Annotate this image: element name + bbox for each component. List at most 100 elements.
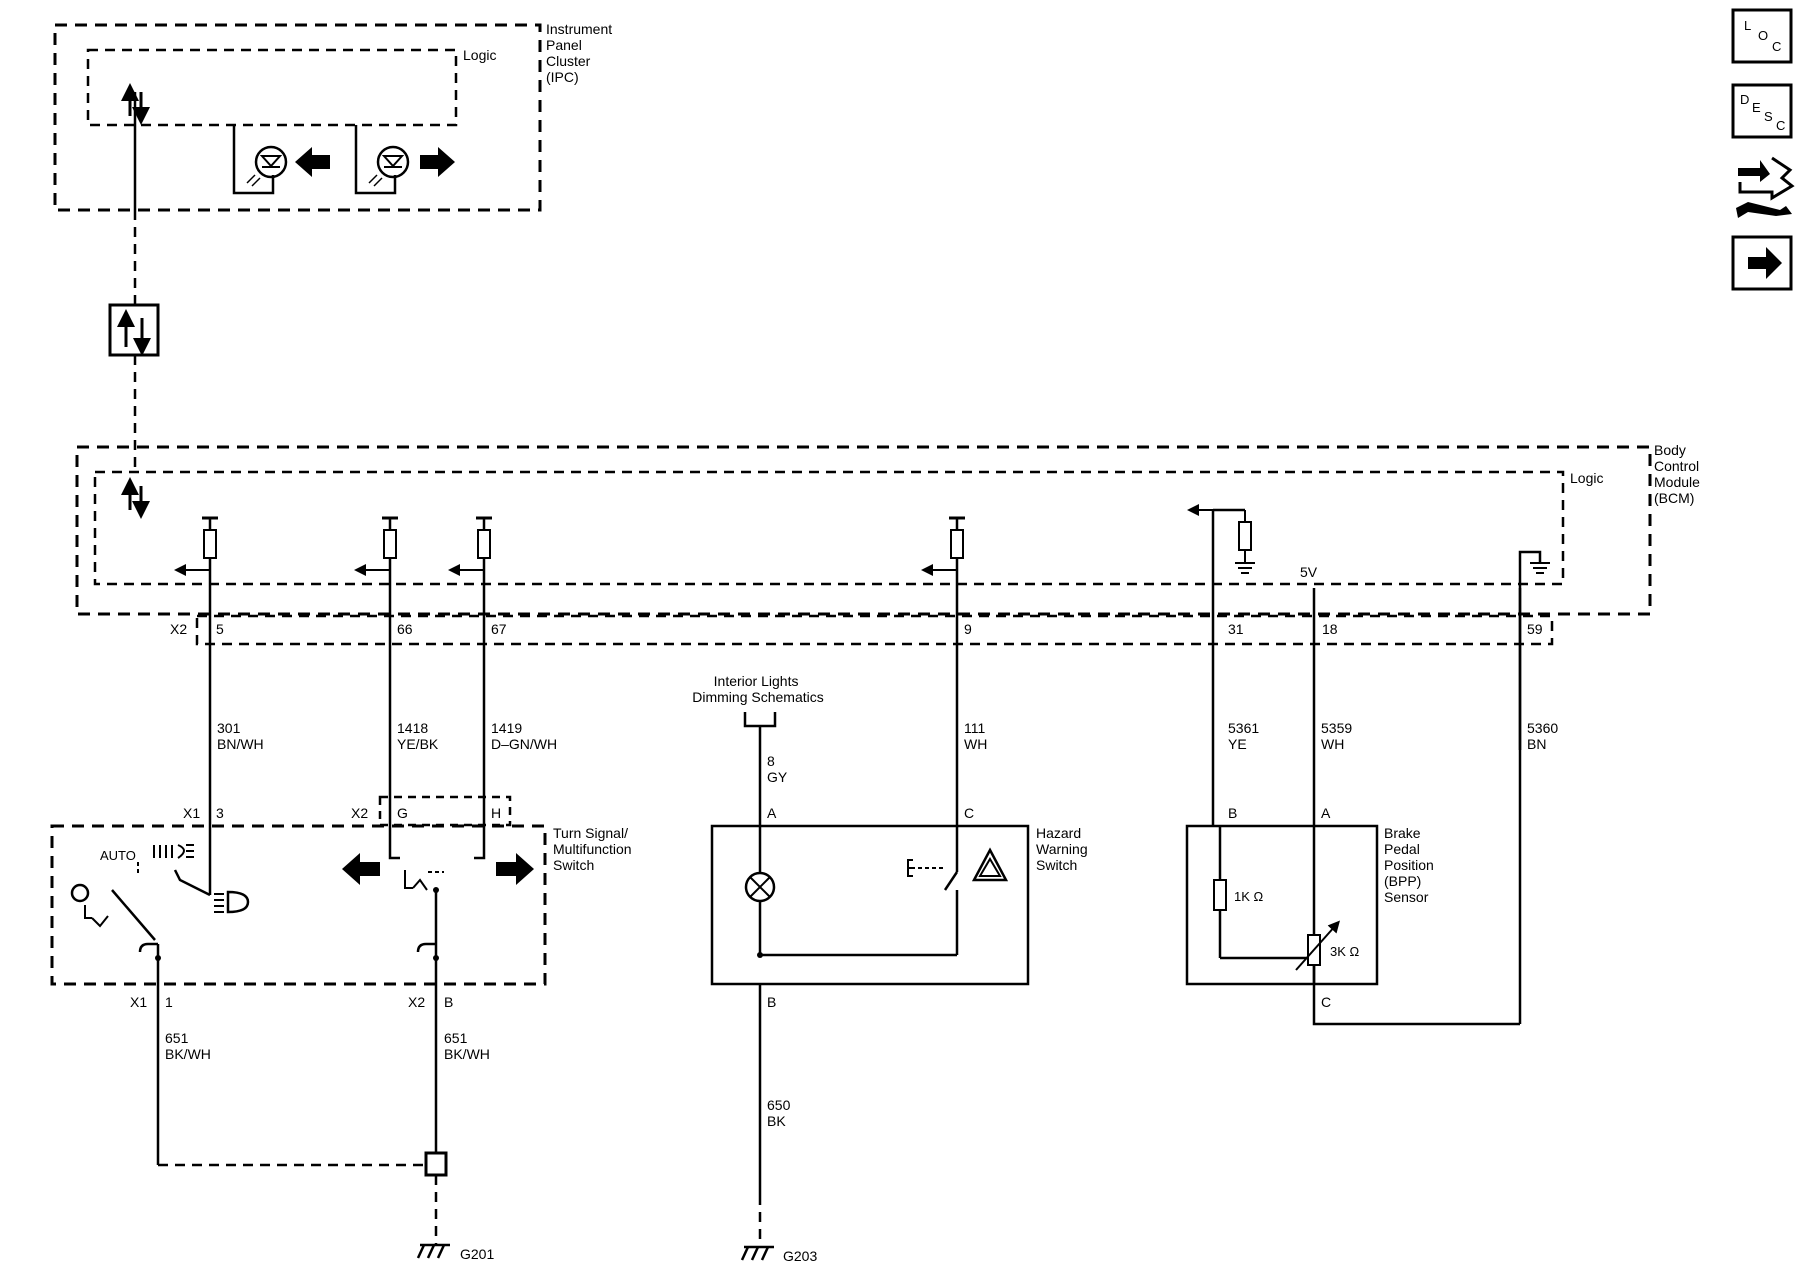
bcm-x2-connector bbox=[195, 614, 1554, 646]
bcm-logic-label: Logic bbox=[1570, 470, 1603, 486]
svg-text:O: O bbox=[1758, 28, 1768, 43]
svg-text:D: D bbox=[1740, 92, 1749, 107]
bpp-variable-resistor-3k: 3K Ω bbox=[1295, 826, 1360, 984]
g201-ground-run: G201 bbox=[156, 1024, 494, 1262]
bcm-outline bbox=[75, 445, 1652, 616]
hazard-triangle-icon bbox=[971, 847, 1009, 882]
bcm-pin-67: 67 bbox=[491, 621, 507, 637]
next-arrow-icon[interactable] bbox=[1731, 235, 1793, 291]
bcm-module: Logic Body Control Module (BCM) 5V X2 5 … bbox=[75, 442, 1704, 750]
g203-ground-run: G203 bbox=[740, 984, 817, 1264]
g203-label: G203 bbox=[783, 1248, 817, 1264]
ts-auto-label: AUTO bbox=[100, 848, 136, 863]
ground-g203-icon bbox=[740, 1245, 774, 1261]
bcm-pin-31: 31 bbox=[1228, 621, 1244, 637]
ts-x1-bot: X1 bbox=[130, 994, 147, 1010]
bpp-1k-label: 1K Ω bbox=[1234, 889, 1264, 904]
turn-switch-outline bbox=[50, 824, 547, 986]
splice-pack bbox=[424, 1151, 448, 1177]
hazard-lamp-icon bbox=[744, 826, 957, 958]
side-navigation: L O C D E S C bbox=[1731, 8, 1795, 291]
turn-signal-lever-icon bbox=[342, 795, 534, 1024]
connector-wrench-icon[interactable] bbox=[1736, 156, 1795, 218]
bcm-pin-9: 9 bbox=[964, 621, 972, 637]
bcm-pin-18: 18 bbox=[1322, 621, 1338, 637]
bcm-name: Body Control Module (BCM) bbox=[1654, 442, 1704, 506]
hazard-contact-icon bbox=[907, 826, 959, 955]
hazard-switch-name: Hazard Warning Switch bbox=[1036, 825, 1092, 873]
ts-pin-1: 1 bbox=[165, 994, 173, 1010]
ipc-serial-data-icon bbox=[121, 83, 150, 125]
ts-pin-g: G bbox=[397, 805, 408, 821]
bcm-pin-66: 66 bbox=[397, 621, 413, 637]
ts-x2-bot: X2 bbox=[408, 994, 425, 1010]
svg-text:S: S bbox=[1764, 109, 1773, 124]
interior-lights-label: Interior Lights Dimming Schematics bbox=[692, 673, 823, 705]
ipc-outline bbox=[53, 23, 542, 212]
bcm-input-resistor-66 bbox=[354, 516, 398, 588]
turn-switch-x2-connector bbox=[378, 795, 512, 827]
ground-g201-icon bbox=[416, 1243, 450, 1259]
bcm-pin-59: 59 bbox=[1527, 621, 1543, 637]
bpp-sensor-outline bbox=[1185, 824, 1379, 986]
svg-text:E: E bbox=[1752, 100, 1761, 115]
svg-text:C: C bbox=[1772, 39, 1781, 54]
hz-pin-c: C bbox=[964, 805, 974, 821]
bcm-x2-label: X2 bbox=[170, 621, 187, 637]
ipc-logic-box bbox=[86, 48, 458, 127]
wires bbox=[208, 510, 1522, 1026]
bcm-serial-data-icon bbox=[121, 477, 150, 519]
ipc-logic-label: Logic bbox=[463, 47, 496, 63]
ts-x1-top: X1 bbox=[183, 805, 200, 821]
ipc-module: Logic Instrument Panel Cluster (IPC) bbox=[53, 21, 616, 212]
bpp-resistor-1k: 1K Ω bbox=[1213, 826, 1310, 960]
ipc-name: Instrument Panel Cluster (IPC) bbox=[546, 21, 616, 85]
ts-pin-h: H bbox=[491, 805, 501, 821]
bpp-pin-b: B bbox=[1228, 805, 1237, 821]
serial-data-symbol-icon bbox=[108, 303, 160, 357]
hazard-switch-outline bbox=[710, 824, 1030, 986]
bpp-pin-c: C bbox=[1321, 994, 1331, 1010]
headlamp-switch-icon bbox=[153, 820, 250, 914]
hz-pin-a: A bbox=[767, 805, 777, 821]
bcm-pin-5: 5 bbox=[216, 621, 224, 637]
location-icon[interactable]: L O C bbox=[1731, 8, 1793, 64]
left-turn-indicator-icon bbox=[232, 125, 330, 195]
turn-signal-switch: Turn Signal/ Multifunction Switch X1 3 X… bbox=[50, 795, 635, 1024]
bcm-input-resistor-5 bbox=[174, 516, 218, 588]
right-turn-indicator-icon bbox=[354, 125, 455, 195]
bcm-input-resistor-67 bbox=[448, 516, 492, 588]
hz-pin-b: B bbox=[767, 994, 776, 1010]
svg-text:L: L bbox=[1744, 18, 1751, 33]
bcm-signal-input-31 bbox=[1187, 504, 1255, 574]
ts-pin-b: B bbox=[444, 994, 453, 1010]
bpp-sensor-name: Brake Pedal Position (BPP) Sensor bbox=[1384, 825, 1438, 905]
hazard-switch: Hazard Warning Switch A C B bbox=[710, 805, 1092, 1010]
svg-text:C: C bbox=[1776, 118, 1785, 133]
bcm-5v-label: 5V bbox=[1300, 564, 1318, 580]
bpp-pin-a: A bbox=[1321, 805, 1331, 821]
bcm-logic-box bbox=[93, 470, 1565, 586]
bpp-3k-label: 3K Ω bbox=[1330, 944, 1360, 959]
bcm-input-resistor-9 bbox=[921, 516, 965, 588]
serial-data-link bbox=[108, 92, 160, 470]
description-icon[interactable]: D E S C bbox=[1731, 83, 1793, 139]
ts-pin-3: 3 bbox=[216, 805, 224, 821]
auto-sensor-switch bbox=[70, 862, 161, 1024]
g201-label: G201 bbox=[460, 1246, 494, 1262]
interior-lights-reference: Interior Lights Dimming Schematics bbox=[692, 673, 824, 728]
turn-switch-name: Turn Signal/ Multifunction Switch bbox=[553, 825, 635, 873]
ts-x2-top: X2 bbox=[351, 805, 368, 821]
